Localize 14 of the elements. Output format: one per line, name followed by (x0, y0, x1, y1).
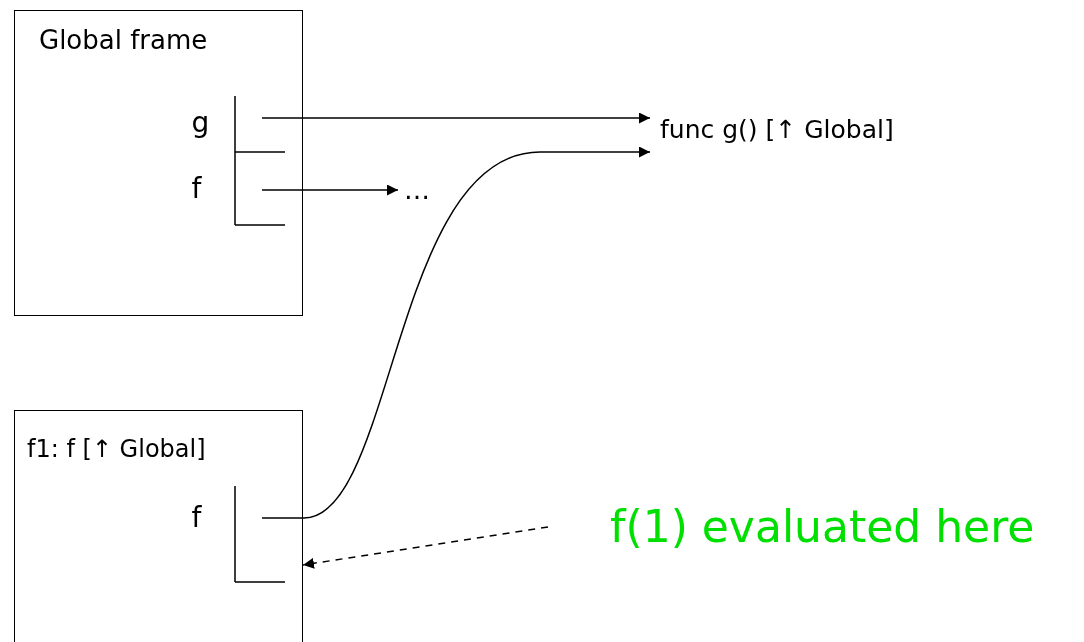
variable-binding: f (179, 485, 262, 550)
frame-box (14, 410, 303, 642)
frame-title: Global frame (39, 25, 208, 55)
arrow (261, 112, 651, 124)
frame-title: f1: f [↑ Global] (27, 435, 206, 463)
frame-box (14, 10, 303, 316)
variable-binding: f (179, 155, 262, 222)
arrow (302, 526, 549, 569)
arrow (261, 146, 651, 519)
arrow (261, 184, 399, 196)
value-text: … (398, 176, 448, 204)
variable-binding: g (179, 95, 262, 150)
value-text: f(1) evaluated here (548, 495, 1082, 559)
value-text: func g() [↑ Global] (650, 100, 980, 158)
